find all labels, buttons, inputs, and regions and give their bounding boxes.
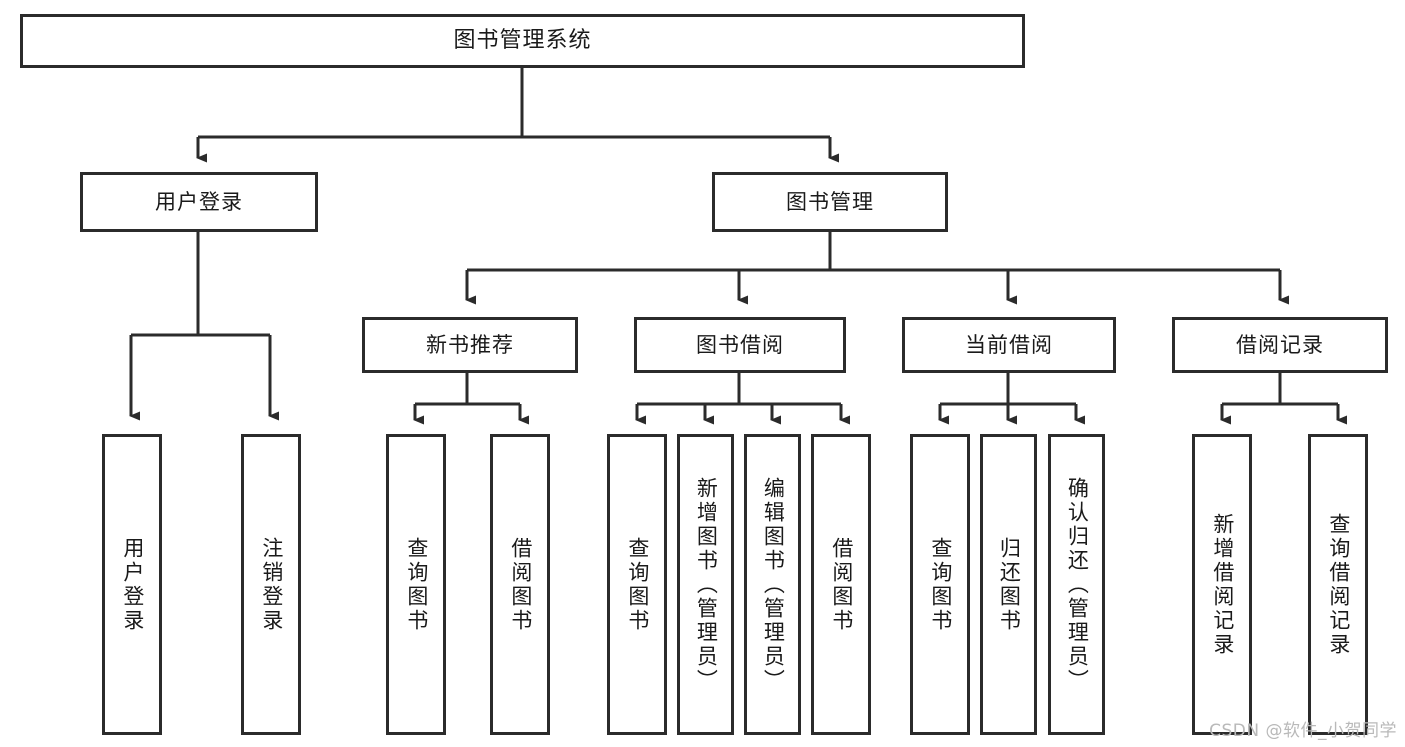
node-leaf-add-borrow-record[interactable]: 新增借阅记录 bbox=[1192, 434, 1252, 735]
node-label: 借阅图书 bbox=[508, 536, 533, 633]
node-leaf-return-book[interactable]: 归还图书 bbox=[980, 434, 1037, 735]
node-label: 用户登录 bbox=[155, 189, 243, 214]
node-label: 注销登录 bbox=[259, 536, 284, 633]
node-leaf-query-borrow-record[interactable]: 查询借阅记录 bbox=[1308, 434, 1368, 735]
node-new-book-recommend[interactable]: 新书推荐 bbox=[362, 317, 578, 373]
node-label: 用户登录 bbox=[120, 536, 145, 633]
node-label: 图书借阅 bbox=[696, 332, 784, 357]
node-leaf-borrow-book[interactable]: 借阅图书 bbox=[811, 434, 871, 735]
node-label: 查询图书 bbox=[625, 536, 650, 633]
node-label: 查询图书 bbox=[404, 536, 429, 633]
node-book-management[interactable]: 图书管理 bbox=[712, 172, 948, 232]
node-label: 新增借阅记录 bbox=[1210, 512, 1235, 657]
csdn-watermark: CSDN @软件_小贺同学 bbox=[1209, 721, 1397, 741]
node-label: 编辑图书（管理员） bbox=[761, 476, 786, 693]
node-label: 新书推荐 bbox=[426, 332, 514, 357]
node-leaf-query-book-borrow[interactable]: 查询图书 bbox=[607, 434, 667, 735]
node-label: 查询图书 bbox=[928, 536, 953, 633]
node-leaf-query-book-current[interactable]: 查询图书 bbox=[910, 434, 970, 735]
node-label: 图书管理 bbox=[786, 189, 874, 214]
node-label: 图书管理系统 bbox=[453, 28, 592, 54]
node-leaf-borrow-book-recommend[interactable]: 借阅图书 bbox=[490, 434, 550, 735]
node-label: 归还图书 bbox=[997, 536, 1022, 633]
node-current-borrow[interactable]: 当前借阅 bbox=[902, 317, 1116, 373]
node-leaf-query-book-recommend[interactable]: 查询图书 bbox=[386, 434, 446, 735]
node-label: 当前借阅 bbox=[965, 332, 1053, 357]
node-leaf-logout[interactable]: 注销登录 bbox=[241, 434, 301, 735]
node-label: 确认归还（管理员） bbox=[1065, 476, 1090, 693]
node-leaf-edit-book-admin[interactable]: 编辑图书（管理员） bbox=[744, 434, 801, 735]
node-label: 查询借阅记录 bbox=[1326, 512, 1351, 657]
node-leaf-user-login[interactable]: 用户登录 bbox=[102, 434, 162, 735]
node-book-borrow[interactable]: 图书借阅 bbox=[634, 317, 846, 373]
node-label: 新增图书（管理员） bbox=[694, 476, 719, 693]
node-label: 借阅记录 bbox=[1236, 332, 1324, 357]
node-user-login[interactable]: 用户登录 bbox=[80, 172, 318, 232]
node-borrow-record[interactable]: 借阅记录 bbox=[1172, 317, 1388, 373]
node-leaf-confirm-return-admin[interactable]: 确认归还（管理员） bbox=[1048, 434, 1105, 735]
node-root-system[interactable]: 图书管理系统 bbox=[20, 14, 1025, 68]
node-label: 借阅图书 bbox=[829, 536, 854, 633]
node-leaf-add-book-admin[interactable]: 新增图书（管理员） bbox=[677, 434, 734, 735]
